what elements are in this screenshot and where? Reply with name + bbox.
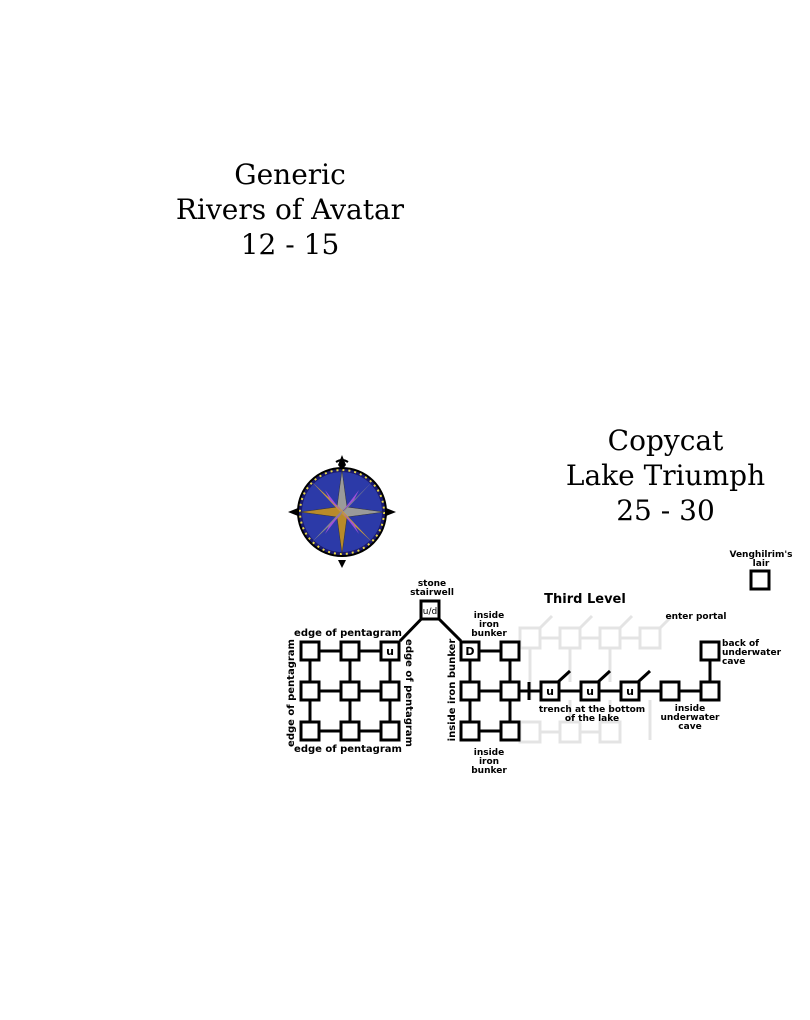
down-exit-mark: D	[465, 645, 474, 658]
label-lair-2: lair	[753, 559, 770, 569]
label-edge-right: edge of pentagram	[403, 639, 414, 747]
label-back-of-cave-3: cave	[722, 657, 745, 667]
room-bunker[interactable]	[499, 680, 521, 702]
label-underwater-cave-2: underwater	[660, 713, 720, 723]
label-bunker-top-1: inside	[474, 611, 504, 621]
room-pentagram-up[interactable]	[379, 640, 401, 662]
zone-title-copycat: Copycat Lake Triumph 25 - 30	[548, 423, 783, 528]
room-bunker[interactable]	[499, 720, 521, 742]
up-down-exit-mark: u/d	[423, 607, 437, 617]
label-bunker-bottom-2: iron	[479, 757, 499, 767]
map-labels: Third Level stone stairwell edge of pent…	[286, 550, 793, 776]
room-pentagram[interactable]	[299, 720, 321, 742]
zone-name: Lake Triumph	[565, 459, 766, 492]
up-exit-mark: u	[386, 645, 394, 658]
room-pentagram[interactable]	[339, 720, 361, 742]
room-marks: u u/d D u u u	[386, 607, 634, 698]
room-pentagram[interactable]	[339, 680, 361, 702]
zone-level-range: 25 - 30	[616, 494, 715, 527]
label-back-of-cave-1: back of	[722, 639, 759, 649]
zone-author: Copycat	[607, 424, 724, 457]
room-pentagram[interactable]	[299, 680, 321, 702]
compass-rose-icon	[288, 455, 396, 568]
up-exit-mark: u	[546, 685, 554, 698]
zone-title-generic: Generic Rivers of Avatar 12 - 15	[160, 157, 420, 262]
room-bunker-down[interactable]	[459, 640, 481, 662]
room-pentagram[interactable]	[379, 720, 401, 742]
zone-name: Rivers of Avatar	[175, 193, 405, 226]
up-exit-mark: u	[626, 685, 634, 698]
label-bunker-top-3: bunker	[471, 629, 507, 639]
room-bunker[interactable]	[459, 720, 481, 742]
ghost-grid-other-level	[518, 614, 674, 744]
room-back-of-cave[interactable]	[699, 640, 721, 662]
label-underwater-cave-3: cave	[678, 722, 701, 732]
room-pentagram[interactable]	[379, 680, 401, 702]
room-trench-up[interactable]	[579, 680, 601, 702]
label-underwater-cave-1: inside	[675, 704, 705, 714]
room-stone-stairwell[interactable]	[419, 599, 441, 621]
label-trench-1: trench at the bottom	[539, 705, 645, 715]
label-bunker-top-2: iron	[479, 620, 499, 630]
level-label: Third Level	[544, 592, 626, 607]
zone-level-range: 12 - 15	[240, 228, 340, 261]
label-lair-1: Venghilrim's	[729, 550, 792, 560]
room-underwater-cave[interactable]	[659, 680, 681, 702]
room-trench-up[interactable]	[539, 680, 561, 702]
room-pentagram[interactable]	[299, 640, 321, 662]
label-back-of-cave-2: underwater	[722, 648, 782, 658]
room-bunker[interactable]	[499, 640, 521, 662]
label-edge-bottom: edge of pentagram	[294, 744, 402, 755]
label-bunker-bottom-1: inside	[474, 748, 504, 758]
map-rooms	[299, 569, 771, 742]
zone-author: Generic	[234, 158, 346, 191]
room-venghilrims-lair[interactable]	[749, 569, 771, 591]
room-pentagram[interactable]	[339, 640, 361, 662]
label-edge-top: edge of pentagram	[294, 628, 402, 639]
label-enter-portal: enter portal	[665, 612, 726, 622]
label-stone-stairwell-2: stairwell	[410, 588, 454, 598]
label-stone-stairwell-1: stone	[418, 579, 446, 589]
room-bunker[interactable]	[459, 680, 481, 702]
label-edge-left: edge of pentagram	[286, 639, 297, 747]
up-exit-mark: u	[586, 685, 594, 698]
label-trench-2: of the lake	[565, 714, 619, 724]
label-bunker-bottom-3: bunker	[471, 766, 507, 776]
room-trench-up[interactable]	[619, 680, 641, 702]
label-bunker-side: inside iron bunker	[447, 639, 458, 742]
room-underwater-cave[interactable]	[699, 680, 721, 702]
